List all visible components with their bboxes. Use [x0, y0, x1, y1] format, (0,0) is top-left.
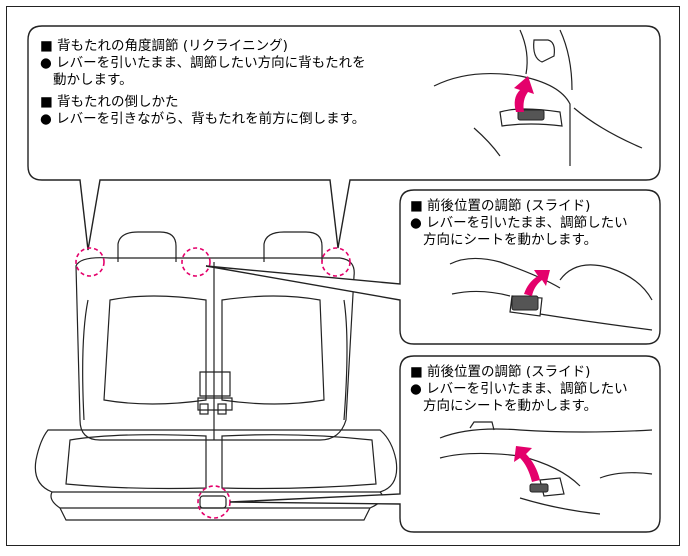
slide-heading-middle: ■ 前後位置の調節 (スライド) — [410, 198, 591, 214]
slide-instruction-middle-line1: ● レバーを引いたまま、調節したい — [410, 215, 628, 231]
slide-instruction-middle-line2: 方向にシートを動かします。 — [423, 232, 598, 248]
fold-instruction: ● レバーを引きながら、背もたれを前方に倒します。 — [40, 111, 366, 127]
recline-lever-illustration — [433, 29, 643, 166]
recline-instruction-line1: ● レバーを引いたまま、調節したい方向に背もたれを — [40, 55, 366, 71]
callout-middle-box — [205, 189, 661, 345]
highlight-circle-bottom — [197, 485, 231, 519]
callout-top-box — [27, 25, 661, 251]
slide-lever-middle — [511, 295, 539, 311]
recline-lever — [517, 109, 545, 121]
highlight-circle-right — [321, 247, 351, 277]
highlight-circles — [75, 247, 351, 519]
fold-heading: ■ 背もたれの倒しかた — [40, 94, 179, 110]
highlight-circle-left — [75, 247, 105, 277]
slide-lever-bottom — [529, 483, 549, 493]
callout-bottom-text: ■ 前後位置の調節 (スライド) ● レバーを引いたまま、調節したい 方向にシー… — [410, 364, 628, 415]
slide-heading-bottom: ■ 前後位置の調節 (スライド) — [410, 364, 591, 380]
slide-instruction-bottom-line2: 方向にシートを動かします。 — [423, 398, 598, 414]
highlight-circle-center — [181, 247, 211, 277]
callout-middle-text: ■ 前後位置の調節 (スライド) ● レバーを引いたまま、調節したい 方向にシー… — [410, 198, 628, 249]
recline-arrow — [514, 76, 534, 112]
recline-heading: ■ 背もたれの角度調節 (リクライニング) — [40, 38, 288, 54]
slide-arrow-bottom — [514, 446, 540, 482]
figure-frame — [6, 6, 680, 546]
callout-bottom-box — [229, 355, 661, 533]
slide-instruction-bottom-line1: ● レバーを引いたまま、調節したい — [410, 381, 628, 397]
slide-arrow-middle — [524, 270, 550, 296]
recline-instruction-line2: 動かします。 — [53, 72, 133, 88]
callout-top-text: ■ 背もたれの角度調節 (リクライニング) ● レバーを引いたまま、調節したい方… — [40, 38, 366, 128]
